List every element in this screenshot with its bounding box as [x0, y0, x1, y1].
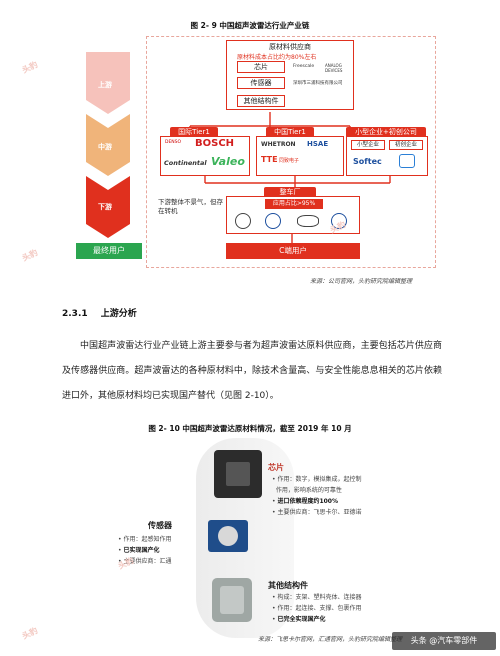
valeo-logo: Valeo: [211, 155, 245, 168]
chip-bullet-3: • 进口依赖程度约100%: [272, 498, 338, 505]
volkswagen-logo: [265, 213, 281, 229]
oem-label: 整车厂: [264, 187, 316, 198]
toyota-logo: [297, 215, 319, 227]
sensor-image: [208, 520, 248, 552]
downstream-chevron: [86, 176, 130, 238]
chip-bullet-4: • 主要供应商：飞思卡尔、亚德诺: [272, 509, 362, 516]
upstream-chevron: [86, 52, 130, 114]
other-bullets: • 构成：支架、塑料壳体、连接器 • 作用：起连接、支撑、包裹作用 • 已完全实…: [272, 592, 392, 625]
adi-logo: ANALOG DEVICES: [325, 63, 343, 73]
watermark: 头豹: [20, 248, 40, 263]
watermark: 头豹: [20, 626, 40, 641]
tte-logo: TTE: [261, 155, 278, 164]
c-end-arrow: [291, 234, 293, 244]
stage-downstream: 下游: [98, 203, 112, 211]
tongzhi-logo: 同致电子: [279, 158, 300, 164]
chip-label: 芯片: [268, 463, 284, 472]
figure-title-2-9: 图 2- 9 中国超声波雷达行业产业链: [190, 21, 310, 30]
figure-source-2-9: 来源：公司官网，头豹研究院编辑整理: [310, 278, 413, 285]
sensor-bullets: • 作用：起感知作用 • 已实现国产化 • 主要供应商：汇通: [118, 534, 204, 567]
chip-image: [214, 450, 262, 498]
figure-source-2-10: 来源：飞思卡尔官网，汇通官网，头豹研究院编辑整理: [258, 636, 403, 643]
section-title: 上游分析: [100, 309, 137, 319]
denso-logo: DENSO: [165, 140, 182, 145]
c-end-users: C端用户: [226, 243, 360, 259]
footer-watermark: 头条 @汽车零部件: [392, 632, 496, 650]
sensor-bullet-2: • 已实现国产化: [118, 547, 160, 554]
stage-chevrons: [86, 52, 130, 238]
tier-intl-label: 国际Tier1: [170, 127, 218, 138]
oem-share-note: 应用占比>95%: [265, 199, 323, 209]
other-bullet-2: • 作用：起连接、支撑、包裹作用: [272, 605, 362, 612]
supply-chain-frame: [146, 36, 436, 268]
supplier-box: 原材料供应商 原材料成本占比约为80%左右 芯片 传感器 其他结构件 Frees…: [226, 40, 354, 110]
sensor-logo: 深圳市三浦科技有限公司: [293, 81, 343, 86]
tier-small-box: 小型企业 初创企业 Softec: [346, 136, 428, 176]
sensor-bullet-1: • 作用：起感知作用: [118, 536, 172, 543]
supplier-header: 原材料供应商: [269, 43, 311, 51]
freescale-logo: Freescale: [293, 64, 315, 69]
supplier-other: 其他结构件: [237, 95, 285, 107]
whetron-logo: WHETRON: [261, 141, 296, 148]
section-heading: 2.3.1 上游分析: [62, 306, 137, 319]
final-user-label: 最终用户: [76, 243, 142, 259]
tier-cn-label: 中国Tier1: [266, 127, 314, 138]
supplier-sensor: 传感器: [237, 77, 285, 89]
chip-bullets: • 作用：数字，模拟集成，起控制 作用，影响系统的可靠性 • 进口依赖程度约10…: [272, 474, 382, 518]
bosch-logo: BOSCH: [195, 138, 235, 149]
hsae-logo: HSAE: [307, 140, 329, 148]
tier-intl-box: DENSO BOSCH Continental Valeo: [160, 136, 250, 176]
structure-image: [212, 578, 252, 622]
sensor-bullet-3: • 主要供应商：汇通: [118, 558, 172, 565]
section-paragraph: 中国超声波雷达行业产业链上游主要参与者为超声波雷达原料供应商，主要包括芯片供应商…: [62, 341, 442, 401]
startup-logo: [399, 154, 415, 168]
stage-midstream: 中游: [98, 143, 112, 151]
cost-note: 原材料成本占比约为80%左右: [237, 54, 317, 61]
oem-box: 应用占比>95%: [226, 196, 360, 234]
other-bullet-1: • 构成：支架、塑料壳体、连接器: [272, 594, 362, 601]
stage-upstream: 上游: [98, 81, 112, 89]
softec-logo: Softec: [353, 157, 382, 166]
other-bullet-3: • 已完全实现国产化: [272, 616, 326, 623]
supplier-chip: 芯片: [237, 61, 285, 73]
tier-cn-box: WHETRON HSAE TTE 同致电子: [256, 136, 344, 176]
downstream-note: 下游整体不景气，但存在转机: [158, 198, 223, 215]
midstream-chevron: [86, 114, 130, 176]
sensor-label: 传感器: [148, 521, 172, 530]
mercedes-logo: [235, 213, 251, 229]
saic-logo: [331, 213, 347, 229]
startup-enterprise: 初创企业: [389, 140, 423, 150]
other-label: 其他结构件: [268, 581, 308, 590]
small-enterprise: 小型企业: [351, 140, 385, 150]
chip-bullet-2: 作用，影响系统的可靠性: [275, 487, 342, 494]
chip-bullet-1: • 作用：数字，模拟集成，起控制: [272, 476, 362, 483]
continental-logo: Continental: [164, 159, 207, 167]
section-number: 2.3.1: [62, 309, 88, 319]
watermark: 头豹: [20, 60, 40, 75]
figure-title-2-10: 图 2- 10 中国超声波雷达原材料情况，截至 2019 年 10 月: [148, 424, 352, 433]
tier-small-label: 小型企业+初创公司: [346, 127, 426, 138]
